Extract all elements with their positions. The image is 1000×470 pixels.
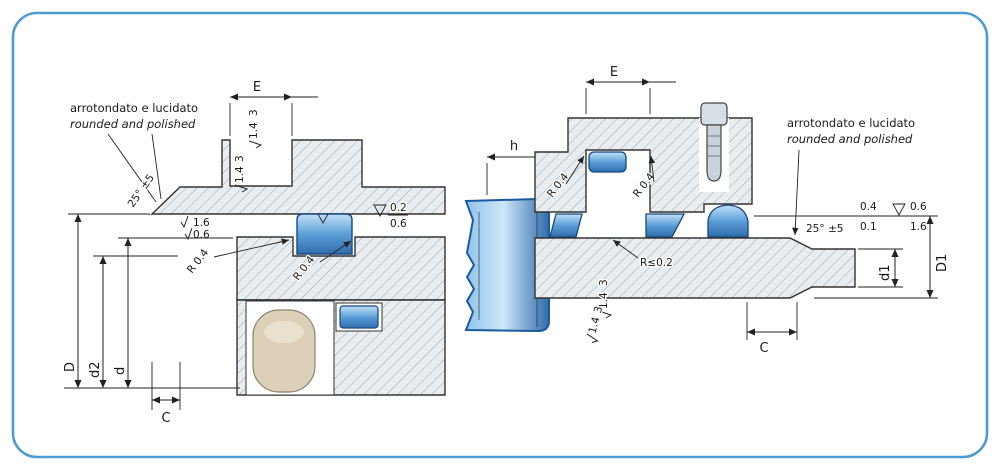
note-english-left: rounded and polished [70,117,196,131]
chamfer-angle-right: 25° ±5 [806,223,843,235]
note-english-right: rounded and polished [787,132,913,146]
roughness-check-icon [598,310,613,319]
roughness-check-icon [586,333,599,343]
dim-E-right-label: E [610,65,618,80]
note-leader-left-a [107,133,157,203]
edge-break-lower: 0.1 [860,221,877,233]
seal-segment-middle [645,213,686,238]
seal-in-groove [588,151,627,173]
radius-leader-right-2 [648,155,656,183]
roughness-check-icon [184,227,193,241]
tolerance-upper-left: 0.2 [390,202,407,214]
dimension-D1: D1 [814,216,951,299]
finish-symbol-right-1: 1.4 3 [597,278,613,319]
dimension-C-left: C [151,362,181,427]
seal-lip-notch [317,213,329,224]
dimension-d: d [112,237,233,388]
finish-upper-right: 0.6 [910,201,927,213]
roughness-check-icon [248,140,263,149]
note-leader-right [792,149,800,236]
dimension-D: D [62,213,150,388]
roller-highlight [264,321,304,343]
bore-roughness-min: 0.6 [193,229,210,241]
svg-text:3: 3 [234,155,246,162]
dimension-E-right: E [585,64,676,114]
edge-break-upper: 0.4 [860,201,877,213]
triangle-symbol-icon [373,204,387,217]
finish-symbol-left-2: 1.4 3 [233,154,249,193]
housing-section [150,139,446,215]
triangle-symbol-icon [892,203,906,216]
dimension-C-right: C [746,302,798,357]
finish-symbol-right-2: 1.4 3 [585,304,607,343]
svg-text:1.4: 1.4 [598,292,610,309]
finish-lower-right: 1.6 [910,221,927,233]
left-view: arrotondato e lucidato rounded and polis… [62,79,446,427]
seal-cross-section-left [296,213,353,255]
dim-C-left-label: C [161,411,170,426]
note-italian-left: arrotondato e lucidato [70,101,198,115]
dimension-E-left: E [229,79,318,136]
radius-leader-right-1 [565,155,585,185]
note-italian-right: arrotondato e lucidato [787,116,915,130]
svg-text:3: 3 [248,109,260,116]
svg-text:3: 3 [598,279,610,286]
dimension-d2: d2 [87,255,178,388]
dim-D-label: D [63,362,78,372]
bolt-head [700,102,728,126]
guide-ring [339,305,379,329]
bore-roughness-max: 1.6 [193,217,210,229]
tolerance-lower-left: 0.6 [390,218,407,230]
svg-text:1.4: 1.4 [248,122,260,139]
seal-segment-dome [707,204,749,238]
right-view: E R 0.4 R 0.4 R≤0.2 1.4 3 1.4 3 arrotond… [534,64,951,357]
svg-text:1.4: 1.4 [587,315,603,335]
rod-section [534,237,856,299]
roughness-check-icon [180,215,189,229]
note-leader-left-b [151,133,162,200]
radius-max-leader [612,239,639,259]
dimension-d1: d1 [858,248,903,288]
dim-D1-label: D1 [935,254,950,272]
dim-h-label: h [510,139,518,154]
bolt-shaft [706,124,722,182]
radius-leader-left-2 [319,240,352,263]
gland-section [534,117,753,213]
dim-d1-label: d1 [878,264,893,281]
radius-leader-left-1 [213,238,290,258]
seal-segment-left [549,213,583,238]
svg-text:1.4: 1.4 [234,166,246,183]
roughness-check-icon [234,184,249,193]
radius-max-label: R≤0.2 [640,257,673,269]
dim-E-left-label: E [253,80,261,95]
finish-symbol-left-1: 1.4 3 [247,108,263,149]
dim-d2-label: d2 [88,361,103,378]
dim-d-label: d [113,367,128,375]
dim-C-right-label: C [759,341,768,356]
